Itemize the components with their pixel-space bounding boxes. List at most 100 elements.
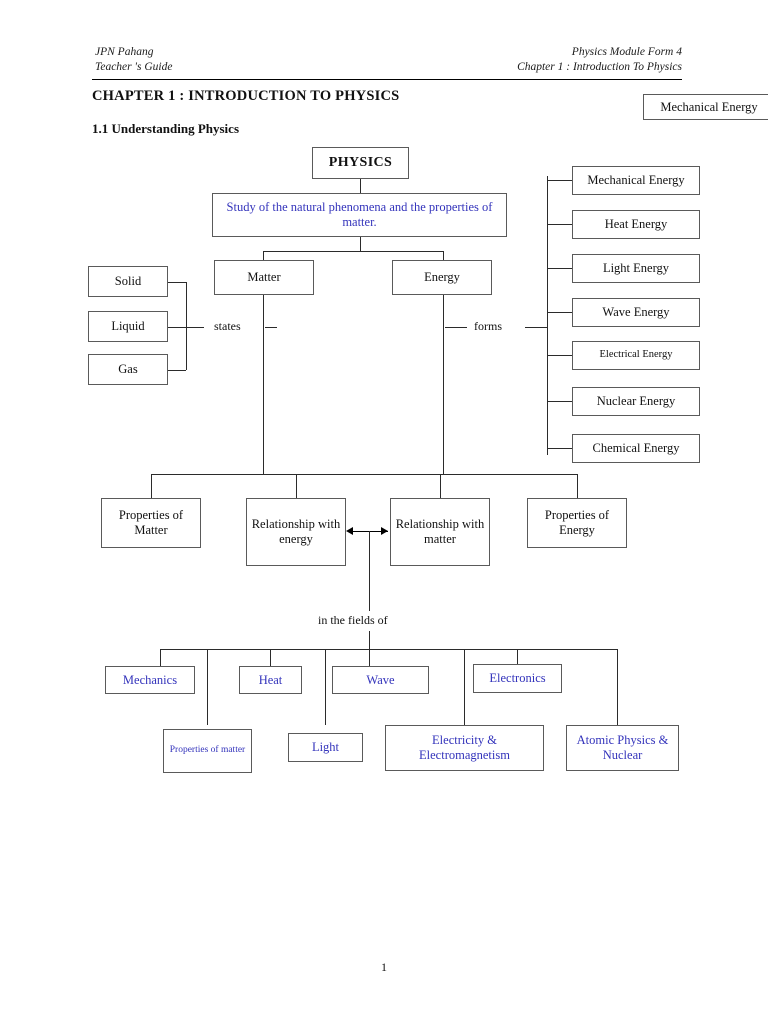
node-relationship-with-energy-label: Relationship with energy	[251, 517, 341, 546]
section-title: 1.1 Understanding Physics	[92, 121, 239, 136]
node-form-nuclear: Nuclear Energy	[572, 387, 700, 416]
node-form-nuclear-label: Nuclear Energy	[596, 394, 676, 409]
connector-to-fields-label	[369, 531, 371, 611]
node-field-properties-of-matter: Properties of matter	[163, 729, 252, 773]
label-forms: forms	[474, 319, 502, 333]
node-relationship-with-matter: Relationship with matter	[390, 498, 490, 566]
node-physics: PHYSICS	[312, 147, 409, 179]
node-field-electricity-electromagnetism: Electricity & Electromagnetism	[385, 725, 544, 771]
connector-fields-drop-electronics	[517, 649, 519, 666]
connector-bar-to-relationship-energy	[296, 474, 298, 498]
node-energy: Energy	[392, 260, 492, 295]
connector-gas-stub	[168, 370, 186, 372]
connector-form-heat	[547, 224, 572, 226]
chapter-title: CHAPTER 1 : INTRODUCTION TO PHYSICS	[92, 88, 400, 104]
connector-energy-spine	[443, 295, 445, 474]
connector-form-mechanical	[547, 180, 572, 182]
connector-fields-label-down	[369, 631, 371, 649]
connector-physics-to-definition	[360, 179, 362, 194]
connector-fields-drop-light	[325, 649, 327, 725]
node-state-gas-label: Gas	[118, 362, 138, 377]
node-state-gas: Gas	[88, 354, 168, 385]
connector-bar-to-matter	[263, 251, 265, 260]
node-properties-of-energy: Properties of Energy	[527, 498, 627, 548]
node-field-heat-label: Heat	[258, 672, 283, 687]
node-matter: Matter	[214, 260, 314, 295]
connector-form-light	[547, 268, 572, 270]
node-form-electrical-label: Electrical Energy	[599, 349, 673, 361]
node-properties-of-energy-label: Properties of Energy	[544, 508, 610, 537]
node-form-electrical: Electrical Energy	[572, 341, 700, 370]
node-physics-label: PHYSICS	[328, 154, 393, 170]
connector-forms-lead-right	[525, 327, 547, 329]
connector-matter-energy-bar	[263, 251, 444, 253]
node-matter-label: Matter	[247, 270, 281, 285]
connector-bar-to-properties-energy	[577, 474, 579, 498]
node-field-light: Light	[288, 733, 363, 762]
node-field-electronics: Electronics	[473, 664, 562, 693]
connector-middle-bar	[151, 474, 577, 476]
label-in-the-fields-of: in the fields of	[318, 613, 388, 627]
node-state-solid-label: Solid	[114, 274, 142, 289]
connector-relationship-double-arrow	[348, 531, 388, 533]
node-form-mechanical: Mechanical Energy	[572, 166, 700, 195]
node-field-heat: Heat	[239, 666, 302, 694]
header-right-line1: Physics Module Form 4	[571, 46, 682, 58]
node-form-light: Light Energy	[572, 254, 700, 283]
node-energy-label: Energy	[424, 270, 460, 285]
stray-mechanical-energy-label: Mechanical Energy	[660, 99, 758, 114]
connector-definition-down	[360, 237, 362, 251]
node-field-mechanics: Mechanics	[105, 666, 195, 694]
connector-fields-drop-mechanics	[160, 649, 162, 666]
arrowhead-right-icon	[381, 527, 388, 535]
node-field-wave-label: Wave	[366, 672, 395, 687]
connector-fields-drop-electricity	[464, 649, 466, 725]
connector-bar-to-relationship-matter	[440, 474, 442, 498]
connector-bar-to-properties-matter	[151, 474, 153, 498]
node-relationship-with-energy: Relationship with energy	[246, 498, 346, 566]
connector-fields-drop-properties-of-matter	[207, 649, 209, 725]
connector-fields-drop-wave	[369, 649, 371, 666]
node-form-heat-label: Heat Energy	[604, 217, 668, 232]
connector-form-chemical	[547, 448, 572, 450]
connector-states-lead	[265, 327, 277, 329]
node-properties-of-matter: Properties of Matter	[101, 498, 201, 548]
connector-form-wave	[547, 312, 572, 314]
node-state-liquid: Liquid	[88, 311, 168, 342]
node-field-atomic-physics-nuclear-label: Atomic Physics & Nuclear	[576, 733, 669, 762]
arrowhead-left-icon	[346, 527, 353, 535]
page-number: 1	[381, 960, 387, 974]
node-state-solid: Solid	[88, 266, 168, 297]
node-field-mechanics-label: Mechanics	[122, 672, 178, 687]
connector-states-bracket	[186, 282, 188, 370]
connector-fields-drop-atomic	[617, 649, 619, 725]
node-form-heat: Heat Energy	[572, 210, 700, 239]
node-definition-label: Study of the natural phenomena and the p…	[226, 200, 493, 229]
connector-matter-spine	[263, 295, 265, 474]
connector-form-nuclear	[547, 401, 572, 403]
connector-fields-bar	[160, 649, 617, 651]
connector-fields-drop-heat	[270, 649, 272, 666]
connector-forms-bracket	[547, 176, 549, 455]
node-field-atomic-physics-nuclear: Atomic Physics & Nuclear	[566, 725, 679, 771]
node-properties-of-matter-label: Properties of Matter	[118, 508, 184, 537]
node-form-light-label: Light Energy	[602, 261, 670, 276]
label-states: states	[214, 319, 241, 333]
connector-solid-stub	[168, 282, 186, 284]
header-left-line1: JPN Pahang	[95, 46, 154, 58]
connector-form-electrical	[547, 355, 572, 357]
node-field-properties-of-matter-label: Properties of matter	[169, 745, 246, 756]
node-field-light-label: Light	[311, 740, 340, 755]
header-right-line2: Chapter 1 : Introduction To Physics	[517, 61, 682, 73]
header-left-line2: Teacher 's Guide	[95, 61, 173, 73]
node-form-wave: Wave Energy	[572, 298, 700, 327]
node-form-chemical-label: Chemical Energy	[592, 441, 680, 456]
node-field-electronics-label: Electronics	[489, 671, 546, 686]
connector-bar-to-energy	[443, 251, 445, 260]
node-form-chemical: Chemical Energy	[572, 434, 700, 463]
node-form-mechanical-label: Mechanical Energy	[587, 173, 685, 188]
node-field-electricity-electromagnetism-label: Electricity & Electromagnetism	[419, 733, 510, 762]
node-state-liquid-label: Liquid	[111, 319, 145, 334]
node-field-wave: Wave	[332, 666, 429, 694]
